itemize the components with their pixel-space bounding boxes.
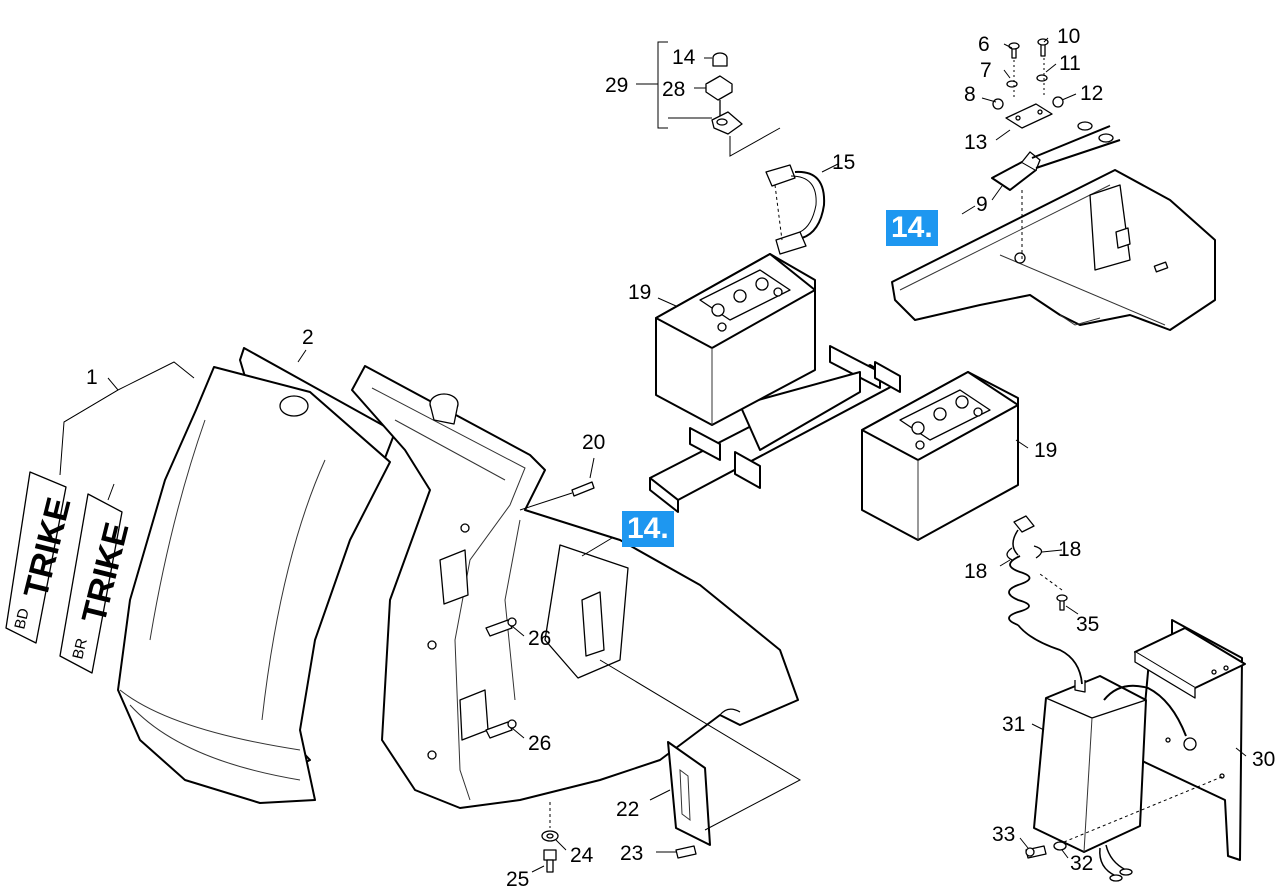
part-label-31: 31: [1002, 713, 1025, 736]
part-label-2: 2: [302, 326, 314, 349]
battery-jumper-cable: [765, 164, 826, 255]
front-cover-shell: [117, 366, 391, 804]
decal-bd-code: BD: [11, 606, 33, 630]
part-label-28: 28: [662, 78, 685, 101]
part-label-14: 14: [672, 46, 696, 69]
reference-badge-frame[interactable]: 14.: [886, 210, 938, 246]
bracket-leader: [599, 659, 802, 831]
part-label-13: 13: [964, 131, 987, 154]
screw-33: [1025, 845, 1047, 859]
rear-body-shell: [351, 365, 799, 809]
part-label-26-upper: 26: [528, 627, 551, 650]
part-label-23: 23: [620, 842, 643, 865]
part-label-30: 30: [1252, 748, 1275, 771]
part-label-22: 22: [616, 798, 639, 821]
battery-charger: [1033, 675, 1197, 882]
terminal-clamp-set: [657, 41, 781, 157]
screw-26-upper: [485, 617, 517, 637]
screw-23: [656, 845, 697, 859]
part-label-20: 20: [582, 431, 605, 454]
part-label-9: 9: [976, 193, 988, 216]
washer-24: [541, 830, 559, 842]
part-label-25: 25: [506, 868, 529, 891]
part-label-19-lower: 19: [1034, 439, 1057, 462]
part-label-26-lower: 26: [528, 732, 551, 755]
part-label-6: 6: [978, 33, 990, 56]
decal-br-code: BR: [69, 636, 91, 660]
part-label-35: 35: [1076, 613, 1099, 636]
screw-35: [1039, 573, 1068, 611]
part-label-32: 32: [1070, 852, 1093, 875]
leader-lines: [59, 37, 1247, 873]
part-label-10: 10: [1057, 25, 1080, 48]
part-number-labels: 1 2 6 7 8 9 10 11 12 13 14 15 18 18 19 1…: [86, 25, 1275, 891]
part-label-7: 7: [980, 59, 992, 82]
part-label-11: 11: [1059, 52, 1081, 75]
part-label-12: 12: [1080, 82, 1103, 105]
part-label-15: 15: [832, 151, 855, 174]
screw-25: [543, 802, 557, 873]
part-label-8: 8: [964, 83, 976, 106]
screw-20: [519, 481, 595, 511]
reference-badge-body[interactable]: 14.: [622, 511, 674, 547]
battery-connector-group: [991, 38, 1121, 260]
charger-power-cable: [1006, 515, 1083, 685]
battery-lower: [861, 371, 1019, 541]
part-label-19-upper: 19: [628, 281, 651, 304]
part-label-18-right: 18: [1058, 538, 1081, 561]
part-label-18-left: 18: [964, 560, 987, 583]
triangular-bracket: [667, 741, 711, 846]
part-label-29: 29: [605, 74, 628, 97]
part-label-24: 24: [570, 844, 594, 867]
part-label-1: 1: [86, 366, 98, 389]
battery-upper: [655, 253, 816, 426]
battery-tray-frame: [649, 345, 901, 513]
part-label-33: 33: [992, 823, 1015, 846]
frame-section: [891, 169, 1216, 331]
washer-32: [1053, 775, 1225, 851]
